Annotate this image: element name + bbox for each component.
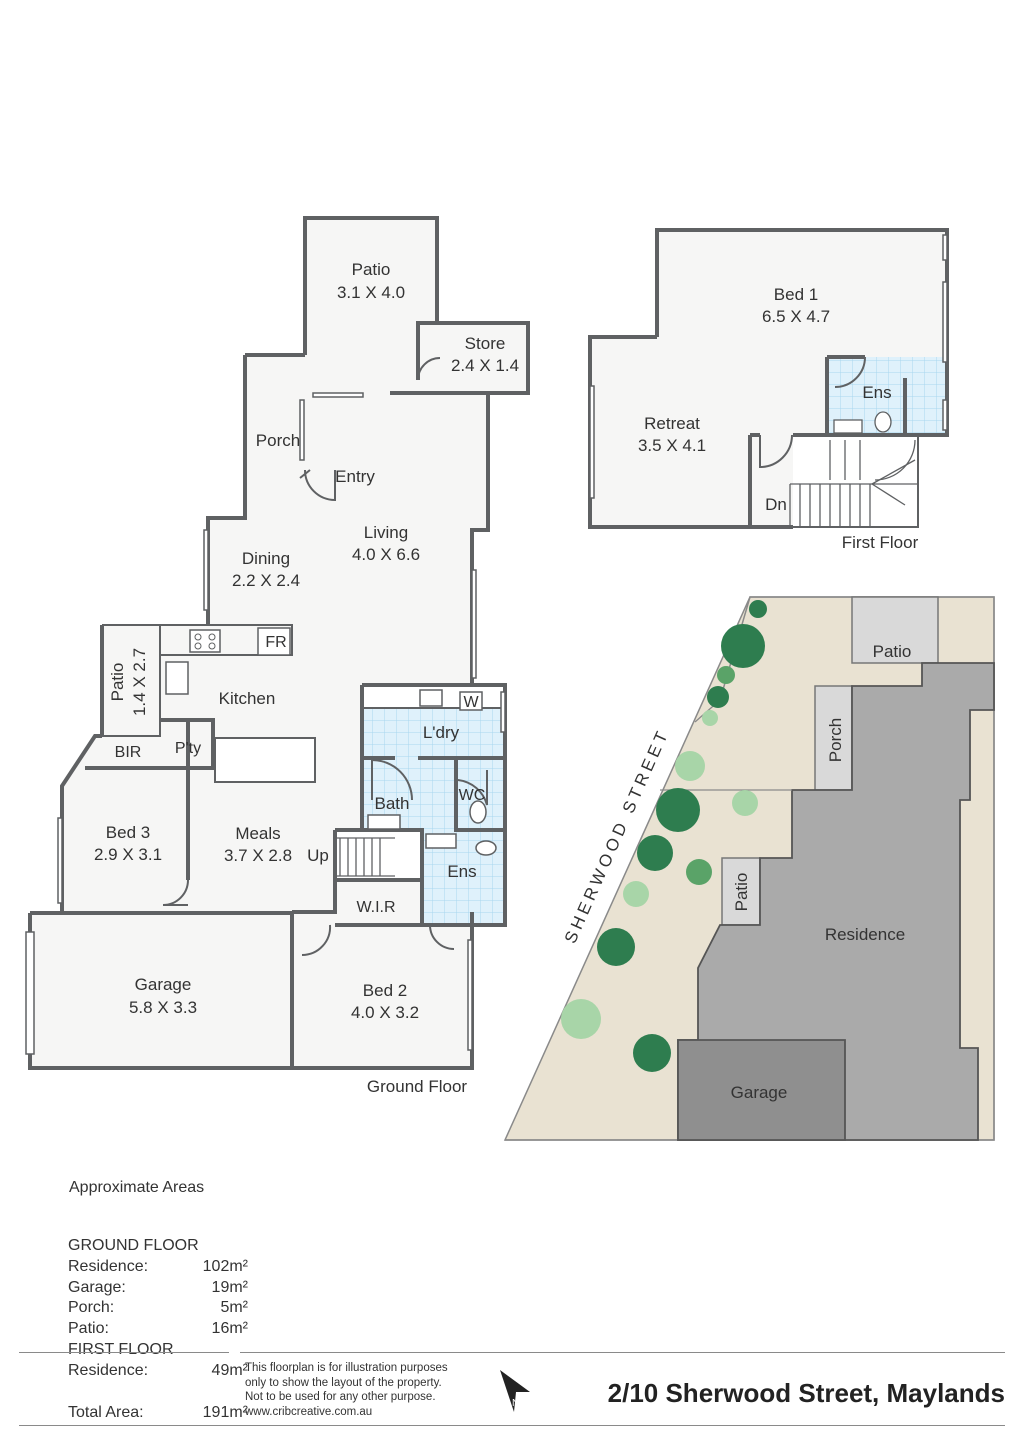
room-store-name: Store [465,334,506,353]
room-wir-name: W.I.R [356,899,395,916]
room-bed2-size: 4.0 X 3.2 [351,1003,419,1022]
room-dining-name: Dining [242,549,290,568]
area-row: Porch:5m² [68,1299,248,1317]
stairs-down-label: Dn [765,495,787,514]
room-patio-name: Patio [352,260,391,279]
site-side-patio-label: Patio [732,873,751,912]
site-garage-label: Garage [731,1083,788,1102]
room-wc-name: WC [459,787,486,804]
total-area-row: Total Area:191m² [68,1403,248,1421]
room-living-size: 4.0 X 6.6 [352,545,420,564]
area-row: Residence:49m² [68,1361,248,1379]
room-washer-label: W [463,694,479,711]
first-floor-label: First Floor [842,533,919,552]
north-arrow-icon: N [500,1370,530,1412]
room-bed3-size: 2.9 X 3.1 [94,845,162,864]
room-bed2-name: Bed 2 [363,981,407,1000]
room-porch-name: Porch [256,431,300,450]
first-floor-plan [588,228,949,529]
room-meals-name: Meals [235,824,280,843]
room-retreat-size: 3.5 X 4.1 [638,436,706,455]
room-bed3-name: Bed 3 [106,823,150,842]
room-living-name: Living [364,523,408,542]
room-side-patio-size: 1.4 X 2.7 [130,648,149,716]
areas-table: GROUND FLOOR Residence:102m² Garage:19m²… [68,1236,248,1423]
property-address: 2/10 Sherwood Street, Maylands [607,1378,1005,1408]
room-retreat-name: Retreat [644,414,700,433]
room-fridge-label: FR [265,634,286,651]
room-garage-name: Garage [135,975,192,994]
first-floor-heading: FIRST FLOOR [68,1340,174,1358]
room-bath-name: Bath [375,794,410,813]
website-link[interactable]: www.cribcreative.com.au [245,1405,373,1418]
tree-icons [561,600,767,1072]
room-laundry-name: L'dry [423,723,460,742]
divider [240,1352,1005,1353]
areas-title: Approximate Areas [69,1179,205,1196]
divider [19,1352,229,1353]
room-kitchen-name: Kitchen [219,689,276,708]
room-bir-name: BIR [115,744,142,761]
room-meals-size: 3.7 X 2.8 [224,846,292,865]
site-residence-label: Residence [825,925,905,944]
area-row: Garage:19m² [68,1278,248,1296]
north-label: N [512,1398,519,1409]
disclaimer: This floorplan is for illustration purpo… [245,1361,495,1419]
area-row: Residence:102m² [68,1257,248,1275]
area-row: Patio:16m² [68,1320,248,1338]
room-bed1-size: 6.5 X 4.7 [762,307,830,326]
site-porch-label: Porch [826,718,845,762]
site-patio-label: Patio [873,642,912,661]
divider [19,1425,1005,1426]
room-patio-size: 3.1 X 4.0 [337,283,405,302]
ground-floor-heading: GROUND FLOOR [68,1237,199,1254]
room-side-patio-name: Patio [108,663,127,702]
room-ff-ensuite-name: Ens [862,383,891,402]
ground-floor-label: Ground Floor [367,1077,467,1096]
stairs-up-label: Up [307,846,329,865]
site-plan [503,596,995,1141]
room-entry-name: Entry [335,467,375,486]
room-ensuite-name: Ens [447,862,476,881]
room-garage-size: 5.8 X 3.3 [129,998,197,1017]
room-store-size: 2.4 X 1.4 [451,356,519,375]
room-pantry-name: P'ty [175,740,201,757]
room-dining-size: 2.2 X 2.4 [232,571,300,590]
ground-floor-plan [25,216,530,1070]
room-bed1-name: Bed 1 [774,285,818,304]
